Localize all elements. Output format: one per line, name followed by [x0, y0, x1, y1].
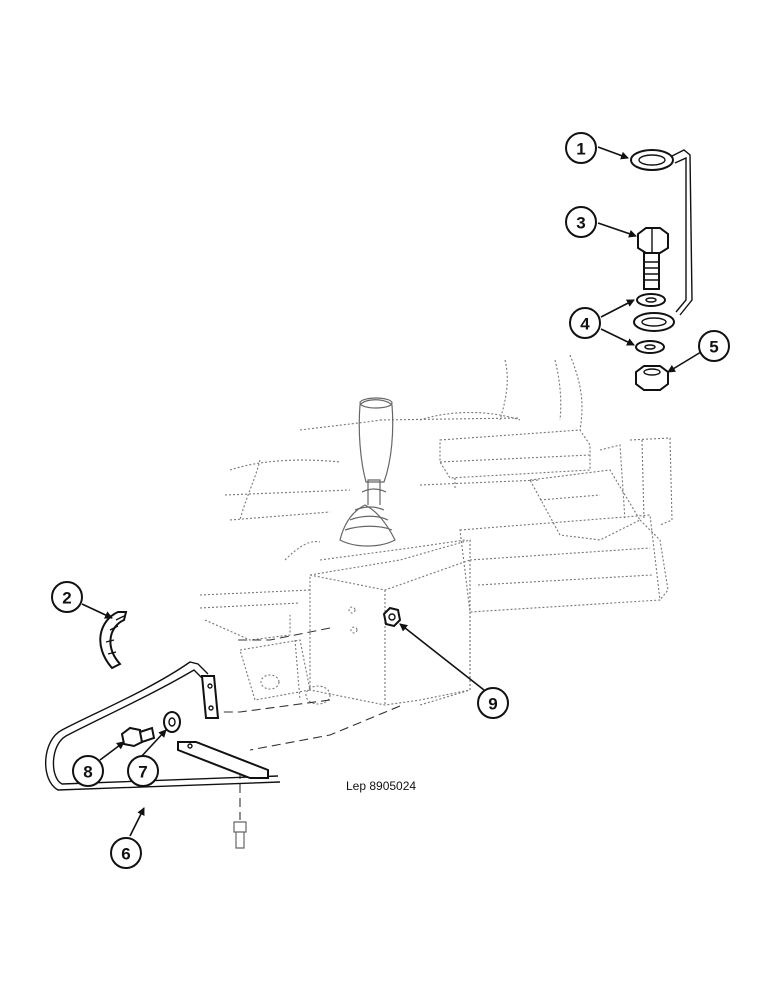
- svg-text:5: 5: [709, 338, 718, 357]
- callout-1: 1: [565, 132, 597, 164]
- part-5-nut: [635, 365, 669, 391]
- callout-3: 3: [565, 206, 597, 238]
- svg-text:4: 4: [580, 315, 590, 334]
- callout-6: 6: [110, 837, 142, 869]
- callout-5: 5: [698, 330, 730, 362]
- callout-4: 4: [569, 307, 601, 339]
- svg-text:9: 9: [488, 695, 497, 714]
- background-machine: [199, 354, 673, 706]
- reference-code: Lep 8905024: [346, 779, 416, 793]
- callout-2: 2: [51, 581, 83, 613]
- part-3-bolt: [637, 227, 669, 290]
- svg-text:8: 8: [83, 763, 92, 782]
- alignment-lines: [220, 627, 401, 820]
- svg-text:2: 2: [62, 589, 71, 608]
- part-9-fitting: [382, 606, 402, 628]
- part-8-bolt: [120, 726, 156, 748]
- part-4-washers: [633, 293, 675, 354]
- callout-7: 7: [127, 755, 159, 787]
- part-2-clip: [99, 611, 128, 670]
- part-6-pipe: [45, 661, 281, 791]
- part-1-pipe: [630, 149, 693, 316]
- leader-lines: [81, 146, 702, 837]
- svg-text:6: 6: [121, 845, 130, 864]
- svg-text:1: 1: [576, 140, 585, 159]
- part-7-washer: [163, 711, 181, 733]
- loose-fitting: [233, 821, 247, 849]
- svg-text:7: 7: [138, 763, 147, 782]
- svg-text:3: 3: [576, 214, 585, 233]
- callout-9: 9: [477, 687, 509, 719]
- callout-8: 8: [72, 755, 104, 787]
